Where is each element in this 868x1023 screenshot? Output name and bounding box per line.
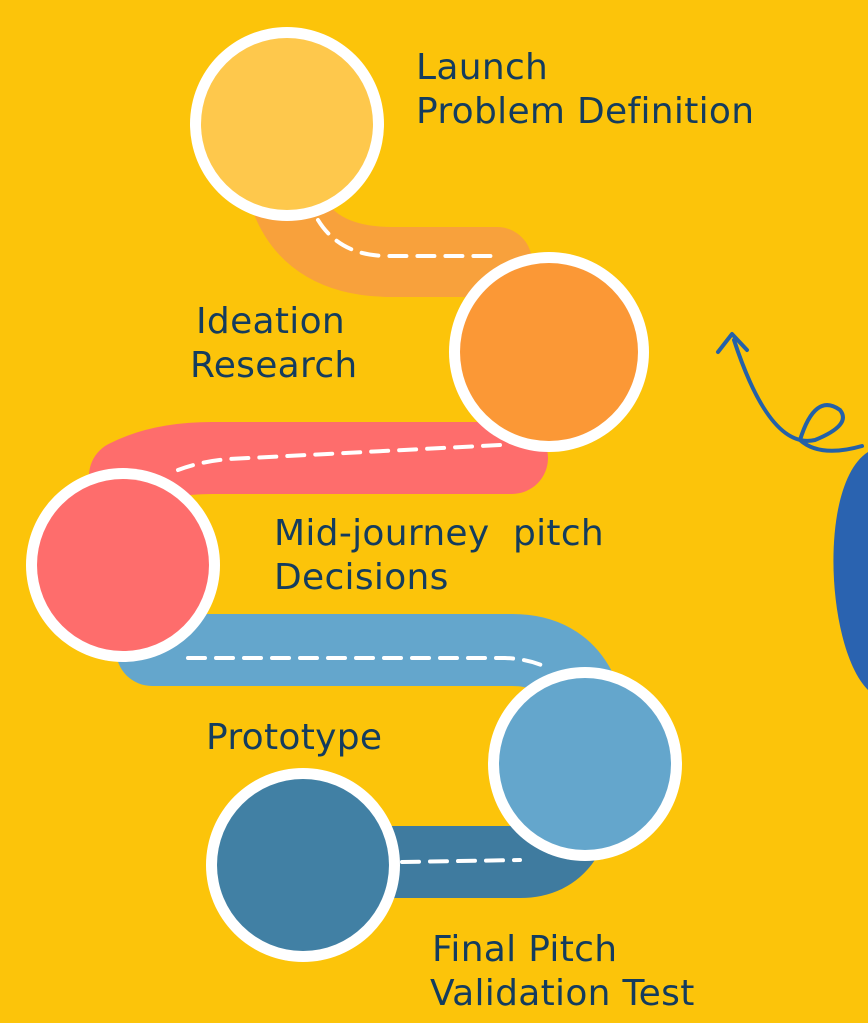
label-mid-journey: Mid-journey pitch Decisions: [274, 512, 604, 600]
step-circle-final: [206, 768, 400, 962]
label-prototype: Prototype: [206, 716, 382, 760]
label-launch-subtitle: Problem Definition: [416, 91, 755, 132]
dashed-line-3: [186, 656, 550, 670]
dashed-line-4: [400, 858, 522, 864]
label-final: Final Pitch Validation Test: [430, 928, 695, 1016]
path-segment-mid-prototype: [116, 614, 616, 724]
step-circle-launch: [190, 27, 384, 221]
label-ideation: Ideation Research: [190, 300, 358, 388]
label-launch-title: Launch: [416, 47, 549, 88]
label-ideation-title: Ideation: [196, 301, 346, 342]
label-final-title: Final Pitch: [432, 929, 618, 970]
step-circle-ideation: [449, 252, 649, 452]
label-final-subtitle: Validation Test: [430, 973, 695, 1014]
dashed-line-2: [176, 443, 502, 472]
label-launch: Launch Problem Definition: [416, 46, 754, 134]
curly-arrow-icon: [732, 338, 864, 453]
arrow-head-icon: [716, 332, 749, 354]
step-circle-mid-journey: [26, 468, 220, 662]
label-mid-journey-title: Mid-journey pitch: [274, 513, 605, 554]
dashed-line-1: [316, 218, 502, 258]
label-mid-journey-subtitle: Decisions: [274, 557, 449, 598]
label-ideation-subtitle: Research: [190, 345, 358, 386]
step-circle-prototype: [488, 667, 682, 861]
label-prototype-title: Prototype: [206, 717, 383, 758]
decorative-blue-blob: [833, 452, 868, 690]
